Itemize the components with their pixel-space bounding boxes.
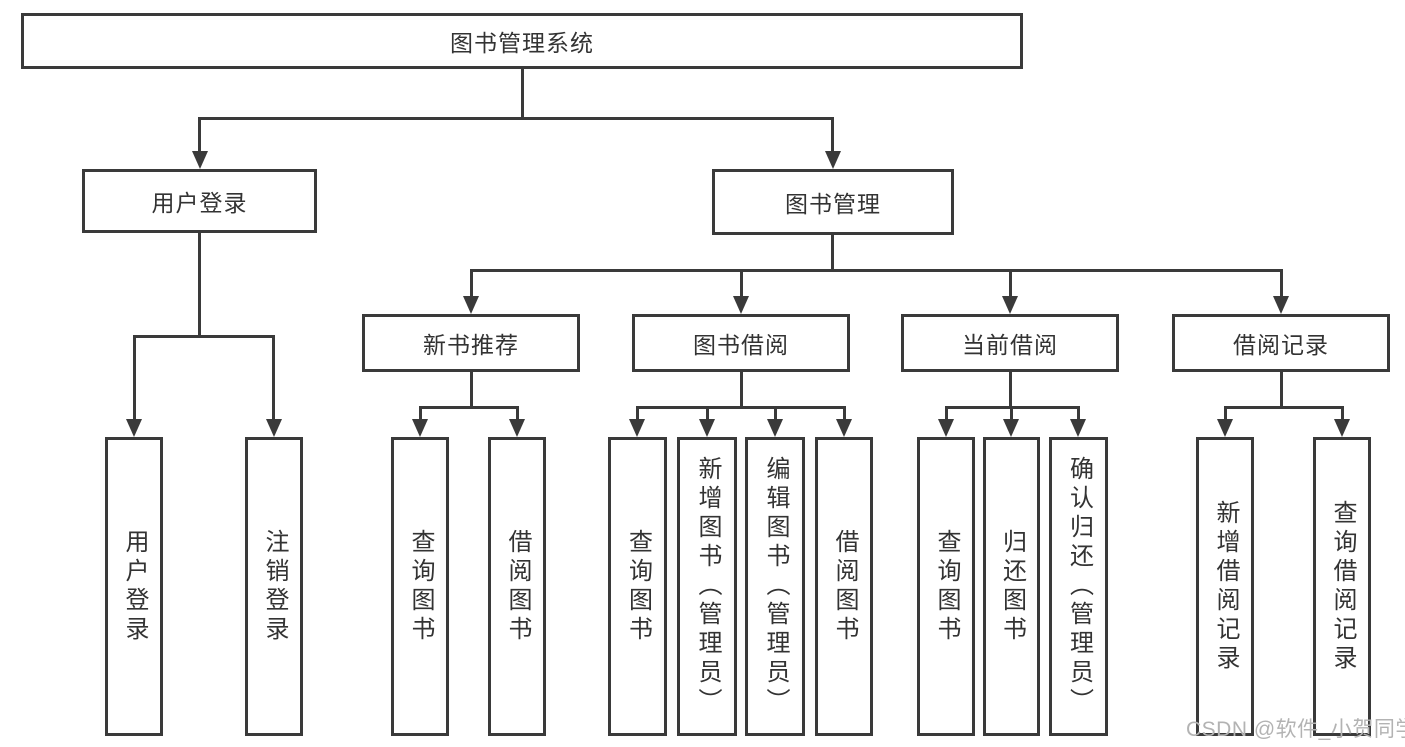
node-user-login: 用户登录 <box>82 169 317 233</box>
connector-line <box>740 372 743 409</box>
node-new-book-recommend-label: 新书推荐 <box>423 332 519 358</box>
arrow-down-icon <box>1070 419 1086 437</box>
connector-line <box>1009 269 1012 297</box>
node-borrow-records-label: 借阅记录 <box>1233 332 1329 358</box>
connector-line <box>419 406 519 409</box>
connector-line <box>198 117 201 153</box>
arrow-down-icon <box>1003 419 1019 437</box>
node-root: 图书管理系统 <box>21 13 1023 69</box>
connector-line <box>831 235 834 272</box>
node-logout-label: 注销登录 <box>261 528 288 645</box>
node-book-borrow-label: 图书借阅 <box>693 332 789 358</box>
arrow-down-icon <box>836 419 852 437</box>
node-user-login-leaf: 用户登录 <box>105 437 163 736</box>
node-current-borrow-label: 当前借阅 <box>962 332 1058 358</box>
connector-line <box>272 335 275 421</box>
connector-line <box>945 406 948 421</box>
node-bb-query-book-label: 查询图书 <box>624 528 652 645</box>
connector-line <box>1341 406 1344 421</box>
arrow-down-icon <box>266 419 282 437</box>
node-cb-confirm-return-admin: 确认归还（管理员） <box>1049 437 1108 736</box>
connector-line <box>774 406 777 421</box>
node-bb-borrow-book: 借阅图书 <box>815 437 873 736</box>
node-borrow-records: 借阅记录 <box>1172 314 1390 372</box>
node-bb-query-book: 查询图书 <box>608 437 667 736</box>
arrow-down-icon <box>733 296 749 314</box>
node-rec-query-book: 查询图书 <box>391 437 449 736</box>
connector-line <box>1010 406 1013 421</box>
node-br-query-record: 查询借阅记录 <box>1313 437 1371 736</box>
connector-line <box>470 269 473 297</box>
connector-line <box>516 406 519 421</box>
arrow-down-icon <box>825 151 841 169</box>
node-cb-return-book: 归还图书 <box>983 437 1040 736</box>
arrow-down-icon <box>412 419 428 437</box>
arrow-down-icon <box>767 419 783 437</box>
node-bb-add-book-admin: 新增图书（管理员） <box>677 437 737 736</box>
node-cb-confirm-return-admin-label: 确认归还（管理员） <box>1065 456 1093 717</box>
node-root-label: 图书管理系统 <box>450 30 594 56</box>
arrow-down-icon <box>699 419 715 437</box>
connector-line <box>133 335 275 338</box>
connector-line <box>1280 269 1283 297</box>
arrow-down-icon <box>938 419 954 437</box>
arrow-down-icon <box>126 419 142 437</box>
node-user-login-leaf-label: 用户登录 <box>121 528 148 645</box>
csdn-watermark: CSDN @软件_小贺同学 <box>1186 718 1405 741</box>
connector-line <box>1280 372 1283 409</box>
node-current-borrow: 当前借阅 <box>901 314 1119 372</box>
connector-line <box>740 269 743 297</box>
connector-line <box>470 269 1283 272</box>
connector-line <box>521 68 524 120</box>
connector-line <box>706 406 709 421</box>
node-bb-add-book-admin-label: 新增图书（管理员） <box>694 456 721 717</box>
arrow-down-icon <box>1334 419 1350 437</box>
connector-line <box>1077 406 1080 421</box>
arrow-down-icon <box>509 419 525 437</box>
connector-line <box>198 117 834 120</box>
arrow-down-icon <box>1273 296 1289 314</box>
connector-line <box>1224 406 1227 421</box>
connector-line <box>1224 406 1344 409</box>
node-rec-borrow-book: 借阅图书 <box>488 437 546 736</box>
arrow-down-icon <box>1217 419 1233 437</box>
node-logout: 注销登录 <box>245 437 303 736</box>
arrow-down-icon <box>463 296 479 314</box>
node-br-add-record: 新增借阅记录 <box>1196 437 1254 736</box>
node-cb-query-book: 查询图书 <box>917 437 975 736</box>
node-bb-borrow-book-label: 借阅图书 <box>831 528 858 645</box>
connector-line <box>843 406 846 421</box>
node-br-add-record-label: 新增借阅记录 <box>1212 499 1239 674</box>
connector-line <box>198 233 201 338</box>
node-cb-return-book-label: 归还图书 <box>998 528 1026 645</box>
connector-line <box>470 372 473 409</box>
connector-line <box>636 406 639 421</box>
node-book-borrow: 图书借阅 <box>632 314 850 372</box>
node-rec-borrow-book-label: 借阅图书 <box>504 528 531 645</box>
connector-line <box>636 406 846 409</box>
node-br-query-record-label: 查询借阅记录 <box>1329 499 1356 674</box>
node-bb-edit-book-admin-label: 编辑图书（管理员） <box>762 456 789 717</box>
arrow-down-icon <box>192 151 208 169</box>
node-rec-query-book-label: 查询图书 <box>407 528 434 645</box>
node-new-book-recommend: 新书推荐 <box>362 314 580 372</box>
node-cb-query-book-label: 查询图书 <box>933 528 960 645</box>
connector-line <box>133 335 136 421</box>
connector-line <box>831 117 834 153</box>
node-book-management-label: 图书管理 <box>785 191 881 217</box>
arrow-down-icon <box>629 419 645 437</box>
connector-line <box>419 406 422 421</box>
node-book-management: 图书管理 <box>712 169 954 235</box>
arrow-down-icon <box>1002 296 1018 314</box>
node-bb-edit-book-admin: 编辑图书（管理员） <box>745 437 805 736</box>
connector-line <box>1009 372 1012 409</box>
node-user-login-label: 用户登录 <box>151 190 248 216</box>
